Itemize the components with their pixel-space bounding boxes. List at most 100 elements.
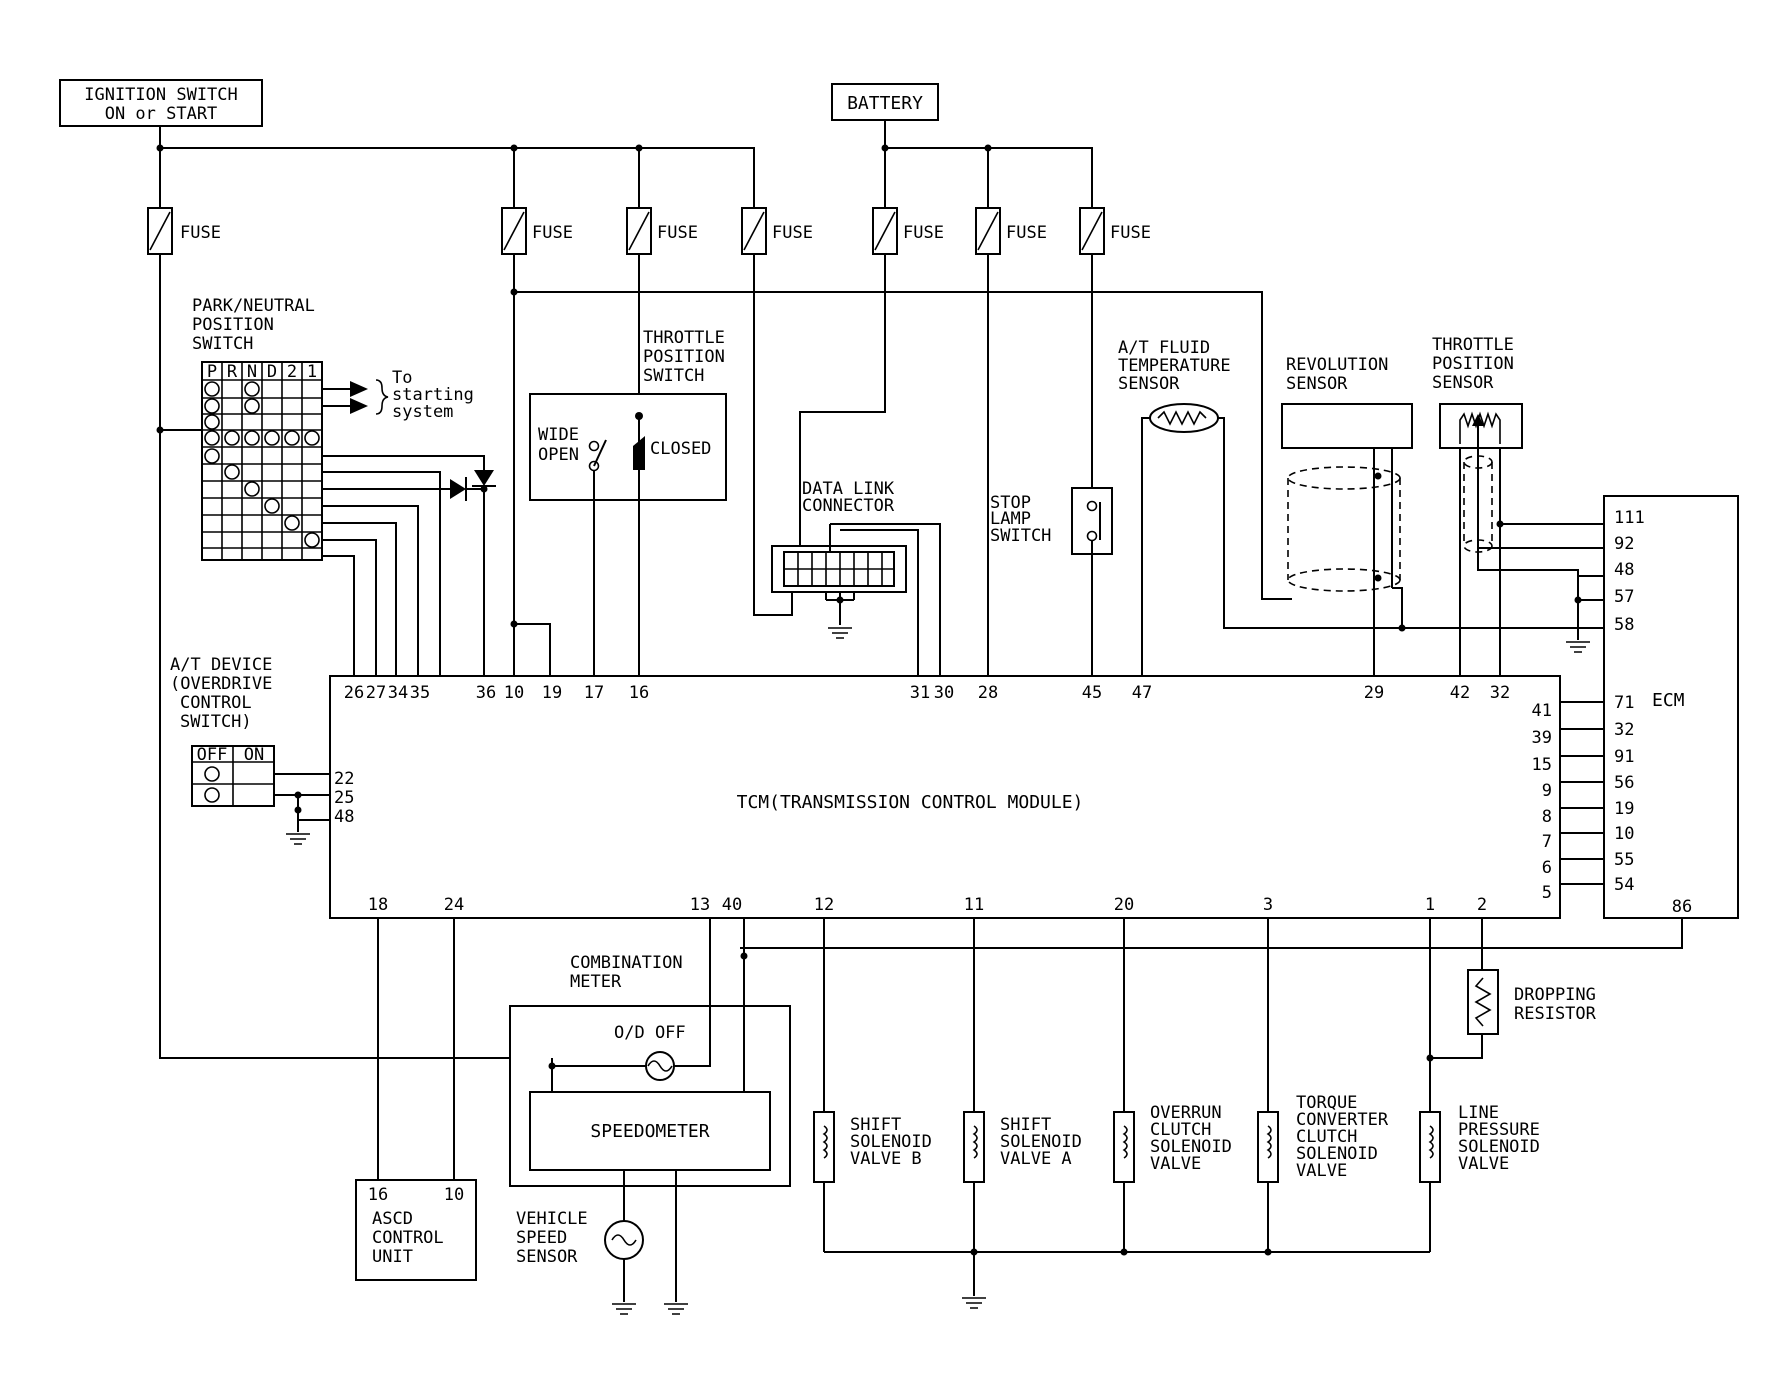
ascd-title-3: UNIT <box>372 1247 413 1267</box>
fuse-label: FUSE <box>532 223 573 243</box>
to-starting-3: system <box>392 402 453 422</box>
tcm-pin-10: 10 <box>504 683 524 703</box>
tcm-pin-34: 34 <box>388 683 408 703</box>
tcm-pin-5: 5 <box>1542 883 1552 903</box>
tcm-pin-25: 25 <box>334 788 354 808</box>
tcm-pin-39: 39 <box>1532 728 1552 748</box>
solenoid-tcc-4: SOLENOID <box>1296 1144 1378 1164</box>
tcm-pin-7: 7 <box>1542 832 1552 852</box>
dropping-resistor-2: RESISTOR <box>1514 1004 1597 1024</box>
tcm-pin-16: 16 <box>629 683 649 703</box>
stop-lamp-switch: STOP LAMP SWITCH <box>990 487 1113 676</box>
pn-pos-1: 1 <box>307 362 317 382</box>
at-device-title-2: (OVERDRIVE <box>170 674 272 694</box>
tcm-pin-15: 15 <box>1532 755 1552 775</box>
tcm-pin-47: 47 <box>1132 683 1152 703</box>
solenoid-lp-2: PRESSURE <box>1458 1120 1540 1140</box>
meter-title-1: COMBINATION <box>570 953 683 973</box>
fuse-3: FUSE <box>626 207 698 255</box>
wide-open-1: WIDE <box>538 425 579 445</box>
fuse-label: FUSE <box>1006 223 1047 243</box>
tcm-pin-6: 6 <box>1542 858 1552 878</box>
ecm-pin-19: 19 <box>1614 799 1634 819</box>
ascd-pin-10: 10 <box>444 1185 464 1205</box>
pn-pos-p: P <box>207 362 217 382</box>
fuse-label: FUSE <box>772 223 813 243</box>
solenoid-shift-a-3: VALVE A <box>1000 1149 1072 1169</box>
revolution-1: REVOLUTION <box>1286 355 1388 375</box>
ecm-pin-54: 54 <box>1614 875 1634 895</box>
tcm-pin-20: 20 <box>1114 895 1134 915</box>
tcm-pin-45: 45 <box>1082 683 1102 703</box>
ecm-pin-48: 48 <box>1614 560 1634 580</box>
at-device: A/T DEVICE (OVERDRIVE CONTROL SWITCH) OF… <box>170 655 330 845</box>
fuse-label: FUSE <box>903 223 944 243</box>
dropping-resistor: DROPPING RESISTOR <box>1426 918 1597 1062</box>
tcm-pin-27: 27 <box>366 683 386 703</box>
closed-label: CLOSED <box>650 439 711 459</box>
solenoid-overrun-3: SOLENOID <box>1150 1137 1232 1157</box>
od-on-label: ON <box>244 745 264 765</box>
pn-switch-title-2: POSITION <box>192 315 274 335</box>
tcm-pin-22: 22 <box>334 769 354 789</box>
ecm: ECM 111 92 48 57 58 71 32 91 56 19 10 55… <box>740 495 1739 949</box>
tcm-pin-28: 28 <box>978 683 998 703</box>
solenoid-overrun-4: VALVE <box>1150 1154 1201 1174</box>
vss-label-1: VEHICLE <box>516 1209 588 1229</box>
throttle-position-sensor: THROTTLE POSITION SENSOR <box>1432 335 1624 676</box>
tps-title-3: SWITCH <box>643 366 704 386</box>
throttle-position-switch: THROTTLE POSITION SWITCH WIDE OPEN CLOSE… <box>529 328 727 676</box>
ecm-pin-57: 57 <box>1614 587 1634 607</box>
speedometer-label: SPEEDOMETER <box>590 1121 709 1142</box>
solenoid-lp-4: VALVE <box>1458 1154 1509 1174</box>
solenoid-shift-a-1: SHIFT <box>1000 1115 1051 1135</box>
to-starting-1: To <box>392 368 412 388</box>
at-device-title-3: CONTROL <box>180 693 252 713</box>
solenoid-tcc-1: TORQUE <box>1296 1093 1357 1113</box>
stop-lamp-1: STOP <box>990 493 1031 513</box>
od-off-lamp-label: O/D OFF <box>614 1023 686 1043</box>
ascd-title-2: CONTROL <box>372 1228 444 1248</box>
dlc-title-2: CONNECTOR <box>802 496 895 516</box>
solenoid-overrun-2: CLUTCH <box>1150 1120 1211 1140</box>
park-neutral-switch: PARK/NEUTRAL POSITION SWITCH P R N D 2 1 <box>192 296 496 676</box>
tp-sensor-1: THROTTLE <box>1432 335 1514 355</box>
stop-lamp-2: LAMP <box>990 509 1031 529</box>
solenoid-tcc-3: CLUTCH <box>1296 1127 1357 1147</box>
tcm-pin-40: 40 <box>722 895 742 915</box>
ecm-pin-55: 55 <box>1614 850 1634 870</box>
tcm-pin-35: 35 <box>410 683 430 703</box>
pn-switch-title-1: PARK/NEUTRAL <box>192 296 315 316</box>
ascd-control-unit: 16 10 ASCD CONTROL UNIT <box>355 918 477 1281</box>
fuse-2: FUSE <box>501 207 573 255</box>
od-off-label: OFF <box>197 745 228 765</box>
combination-meter: COMBINATION METER O/D OFF SPEEDOMETER <box>509 918 791 1187</box>
tcm-pin-1: 1 <box>1425 895 1435 915</box>
tcm-pin-32: 32 <box>1490 683 1510 703</box>
fuse-6: FUSE <box>975 207 1047 255</box>
solenoid-lp-3: SOLENOID <box>1458 1137 1540 1157</box>
fuse-label: FUSE <box>1110 223 1151 243</box>
ecm-pin-71: 71 <box>1614 693 1634 713</box>
tcm-pin-36: 36 <box>476 683 496 703</box>
pn-pos-2: 2 <box>287 362 297 382</box>
tcm-pin-48: 48 <box>334 807 354 827</box>
tcm-pin-31: 31 <box>910 683 930 703</box>
ecm-pin-32: 32 <box>1614 720 1634 740</box>
tcm-label: TCM(TRANSMISSION CONTROL MODULE) <box>737 792 1084 813</box>
tcm-pin-29: 29 <box>1364 683 1384 703</box>
solenoid-shift-b-3: VALVE B <box>850 1149 922 1169</box>
ignition-switch-label-2: ON or START <box>105 104 218 124</box>
solenoid-overrun-1: OVERRUN <box>1150 1103 1222 1123</box>
tcm-pin-8: 8 <box>1542 807 1552 827</box>
fuse-5: FUSE <box>872 207 944 255</box>
tcm-pin-30: 30 <box>934 683 954 703</box>
tcm-pin-11: 11 <box>964 895 984 915</box>
tcm-pin-17: 17 <box>584 683 604 703</box>
stop-lamp-3: SWITCH <box>990 526 1051 546</box>
ecm-pin-91: 91 <box>1614 747 1634 767</box>
dlc-title-1: DATA LINK <box>802 479 895 499</box>
pn-switch-title-3: SWITCH <box>192 334 253 354</box>
fluid-temp-2: TEMPERATURE <box>1118 356 1231 376</box>
fluid-temp-3: SENSOR <box>1118 374 1180 394</box>
